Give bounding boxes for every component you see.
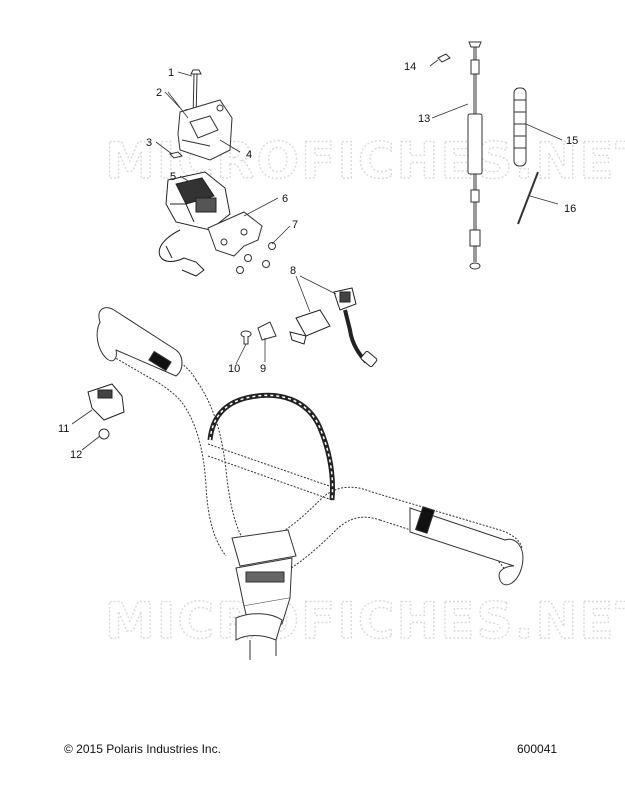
wiring-harness xyxy=(207,392,335,501)
callout-4: 4 xyxy=(246,149,252,161)
cable-13 xyxy=(467,41,483,270)
callout-1: 1 xyxy=(168,67,174,79)
callout-8: 8 xyxy=(290,265,296,277)
callout-2: 2 xyxy=(156,87,162,99)
callout-5: 5 xyxy=(170,171,176,183)
callout-9: 9 xyxy=(260,363,266,375)
callout-11: 11 xyxy=(58,423,69,435)
callout-labels: 1 2 3 4 5 6 7 8 9 10 11 12 13 14 15 16 xyxy=(58,61,578,461)
copyright-text: © 2015 Polaris Industries Inc. xyxy=(64,742,221,756)
sleeve-15 xyxy=(513,87,527,167)
bracket-4 xyxy=(177,99,233,161)
callout-3: 3 xyxy=(146,137,152,149)
callout-13: 13 xyxy=(418,113,430,125)
screws-7 xyxy=(236,242,276,274)
callout-6: 6 xyxy=(282,193,288,205)
watermark-bottom: MICROFICHES.NET xyxy=(105,592,625,650)
callout-15: 15 xyxy=(566,135,578,147)
callout-10: 10 xyxy=(228,363,240,375)
diagram-number: 600041 xyxy=(517,742,558,756)
callout-12: 12 xyxy=(70,449,82,461)
nut-12 xyxy=(98,428,110,440)
nut-14 xyxy=(437,53,451,63)
callout-7: 7 xyxy=(292,219,298,231)
switch-8 xyxy=(289,287,378,368)
switch-housing-5 xyxy=(158,171,231,277)
right-grip xyxy=(409,506,524,586)
nut-3 xyxy=(169,151,183,159)
callout-14: 14 xyxy=(404,61,416,73)
leader-lines xyxy=(71,59,563,451)
pin-16 xyxy=(517,171,539,225)
clip-9 xyxy=(257,321,277,341)
switch-11 xyxy=(87,383,125,421)
callout-16: 16 xyxy=(564,203,576,215)
handlebar-clamp xyxy=(231,529,297,660)
screw-10 xyxy=(240,330,252,345)
left-grip xyxy=(96,307,183,377)
